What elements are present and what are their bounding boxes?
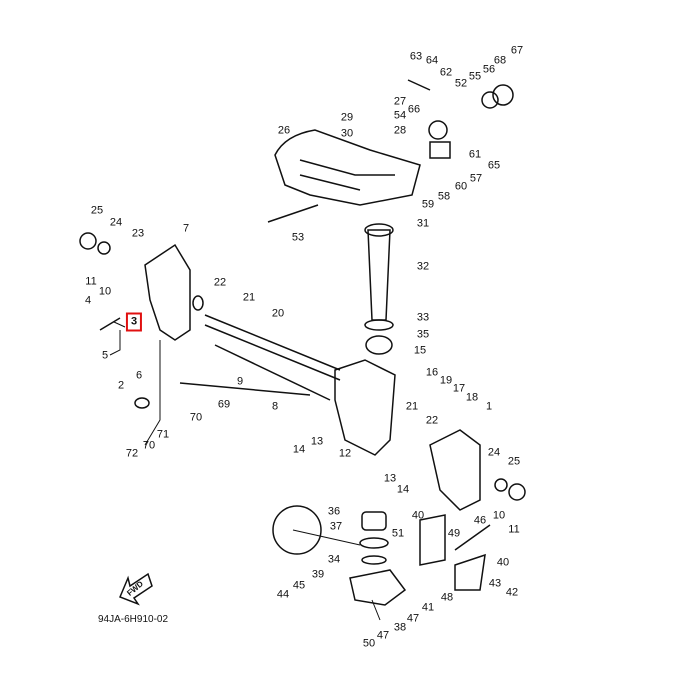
part-label-58: 58: [437, 190, 451, 203]
part-label-24: 24: [109, 216, 123, 229]
part-label-49: 49: [447, 527, 461, 540]
part-label-50: 50: [362, 637, 376, 650]
part-label-2: 2: [117, 379, 125, 392]
clamp-bracket-right-part: [429, 429, 481, 511]
part-label-63: 63: [409, 50, 423, 63]
part-label-72: 72: [125, 447, 139, 460]
part-label-25: 25: [90, 204, 104, 217]
part-label-10b: 10: [492, 509, 506, 522]
part-label-20: 20: [271, 307, 285, 320]
part-label-46: 46: [473, 514, 487, 527]
part-label-37: 37: [329, 520, 343, 533]
part-label-32: 32: [416, 260, 430, 273]
part-label-53: 53: [291, 231, 305, 244]
part-label-42: 42: [505, 586, 519, 599]
part-label-60: 60: [454, 180, 468, 193]
part-label-33: 33: [416, 311, 430, 324]
part-label-22: 22: [213, 276, 227, 289]
part-label-10: 10: [98, 285, 112, 298]
part-label-69: 69: [217, 398, 231, 411]
part-label-11b: 11: [508, 523, 520, 536]
part-label-40: 40: [411, 509, 425, 522]
part-label-43: 43: [488, 577, 502, 590]
part-label-28: 28: [393, 124, 407, 137]
part-label-7: 7: [182, 222, 190, 235]
part-label-57: 57: [469, 172, 483, 185]
part-label-21: 21: [242, 291, 256, 304]
part-label-59: 59: [421, 198, 435, 211]
part-label-15: 15: [413, 344, 427, 357]
part-label-40b: 40: [496, 556, 510, 569]
part-label-24b: 24: [487, 446, 501, 459]
part-label-14b: 14: [396, 483, 410, 496]
part-label-48: 48: [440, 591, 454, 604]
clamp-bracket-left-part: [144, 243, 191, 341]
through-tube-part: [204, 314, 341, 381]
part-label-26: 26: [277, 124, 291, 137]
part-label-45: 45: [292, 579, 306, 592]
part-label-71: 71: [156, 428, 170, 441]
part-label-5: 5: [101, 349, 109, 362]
part-label-9: 9: [236, 375, 244, 388]
part-label-27: 27: [393, 95, 407, 108]
steering-handle-part: [274, 129, 421, 206]
part-label-16: 16: [425, 366, 439, 379]
part-label-54: 54: [393, 109, 407, 122]
part-label-34: 34: [327, 553, 341, 566]
part-label-11: 11: [85, 275, 97, 288]
part-label-39: 39: [311, 568, 325, 581]
part-label-1: 1: [485, 400, 493, 413]
part-label-21b: 21: [405, 400, 419, 413]
part-label-62: 62: [439, 66, 453, 79]
part-label-56: 56: [482, 63, 496, 76]
part-label-68: 68: [493, 54, 507, 67]
diagram-code: 94JA-6H910-02: [98, 614, 169, 625]
part-label-23: 23: [131, 227, 145, 240]
part-label-13: 13: [310, 435, 324, 448]
part-label-61: 61: [468, 148, 482, 161]
part-label-36: 36: [327, 505, 341, 518]
swivel-bracket-part: [334, 359, 396, 456]
part-label-25b: 25: [507, 455, 521, 468]
part-label-64: 64: [425, 54, 439, 67]
part-label-22b: 22: [425, 414, 439, 427]
part-label-14: 14: [292, 443, 306, 456]
part-label-44: 44: [276, 588, 290, 601]
part-label-47: 47: [406, 612, 420, 625]
part-label-12: 12: [338, 447, 352, 460]
part-label-52: 52: [454, 77, 468, 90]
part-label-70: 70: [189, 411, 203, 424]
part-label-17: 17: [452, 382, 466, 395]
part-label-29: 29: [340, 111, 354, 124]
forward-arrow-icon: [119, 572, 153, 606]
part-label-4: 4: [84, 294, 92, 307]
part-label-66: 66: [407, 103, 421, 116]
part-label-38: 38: [393, 621, 407, 634]
part-label-35: 35: [416, 328, 430, 341]
part-label-67: 67: [510, 44, 524, 57]
part-label-13b: 13: [383, 472, 397, 485]
steering-shaft-part: [367, 229, 391, 321]
part-label-18: 18: [465, 391, 479, 404]
part-label-51: 51: [391, 527, 405, 540]
part-label-31: 31: [416, 217, 430, 230]
highlighted-part-label-3[interactable]: 3: [125, 312, 143, 332]
part-label-65: 65: [487, 159, 501, 172]
part-label-19: 19: [439, 374, 453, 387]
part-label-47b: 47: [376, 629, 390, 642]
part-label-55: 55: [468, 70, 482, 83]
part-label-70b: 70: [142, 439, 156, 452]
part-label-8: 8: [271, 400, 279, 413]
part-label-6: 6: [135, 369, 143, 382]
part-label-41: 41: [421, 601, 435, 614]
part-label-30: 30: [340, 127, 354, 140]
